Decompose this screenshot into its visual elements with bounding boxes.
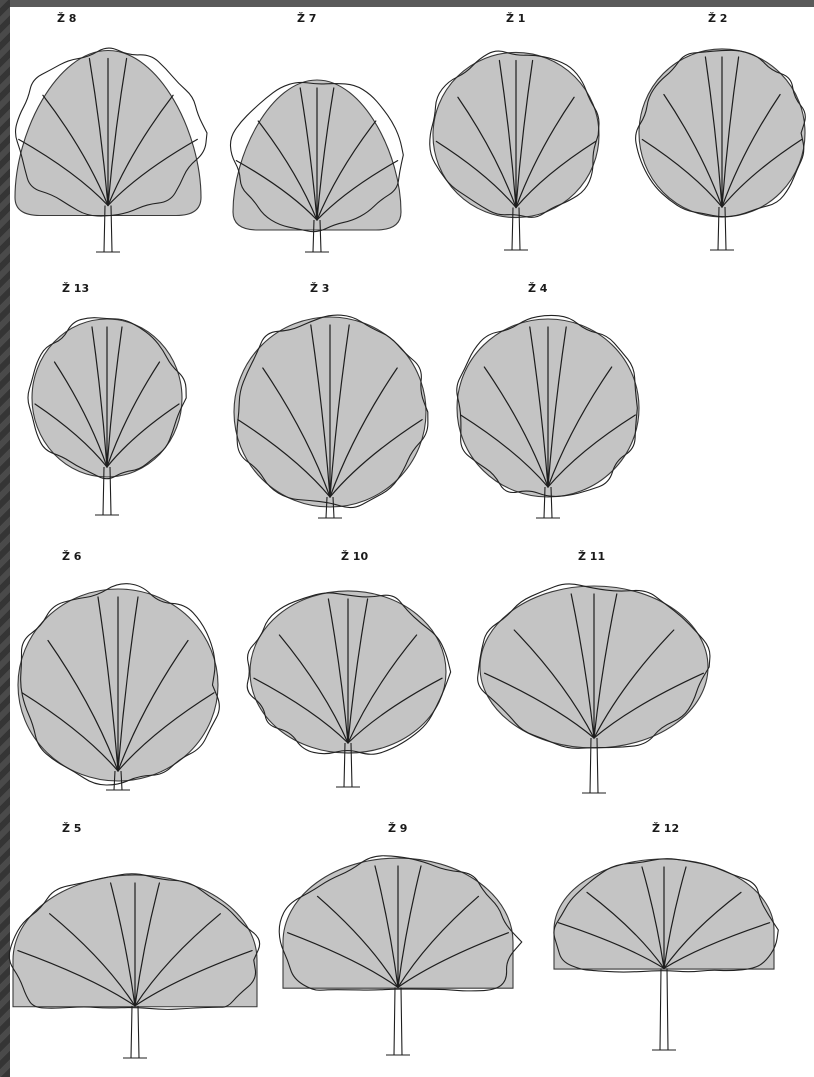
trunk <box>652 968 676 1050</box>
